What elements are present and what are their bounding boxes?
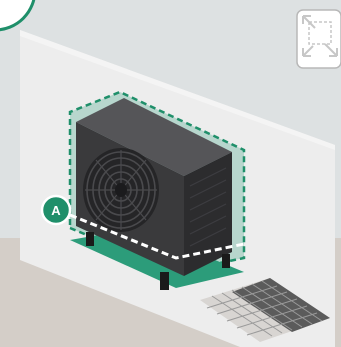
- expand-arrows-icon: [297, 10, 341, 68]
- marker-a-label: A: [51, 203, 61, 218]
- fan-grille: [83, 148, 159, 232]
- unit-foot: [222, 254, 230, 268]
- unit-foot: [86, 232, 94, 246]
- marker-a: A: [42, 196, 70, 224]
- unit-foot: [160, 272, 169, 290]
